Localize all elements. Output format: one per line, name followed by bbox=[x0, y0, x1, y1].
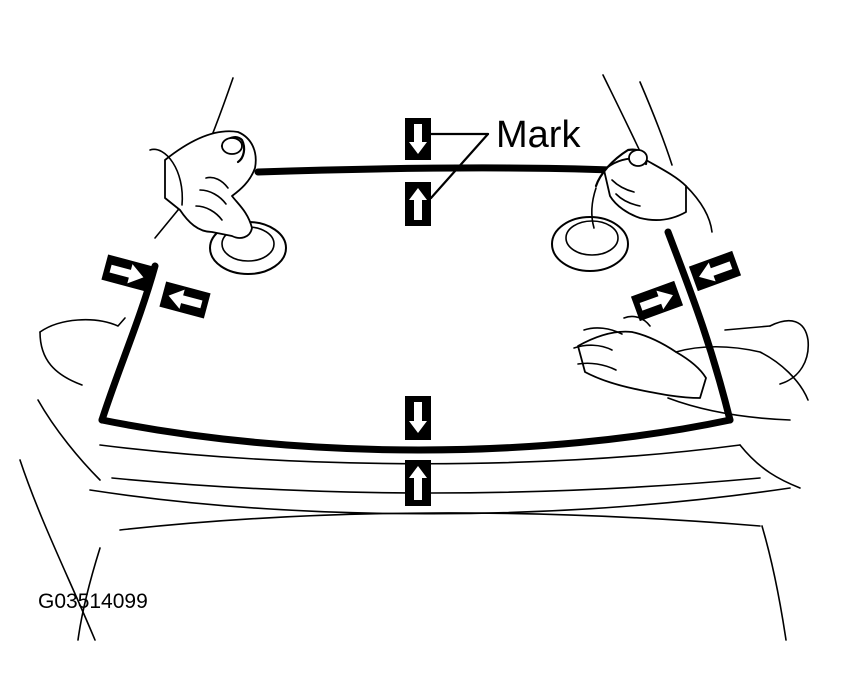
left-hand-shape bbox=[164, 130, 257, 239]
right-mirror bbox=[769, 319, 809, 385]
figure-code: G03514099 bbox=[38, 590, 148, 613]
right-suction-cup bbox=[551, 216, 629, 272]
lower-right-sleeve bbox=[675, 345, 809, 401]
marker-top-upper bbox=[405, 118, 431, 160]
left-finger-3 bbox=[195, 205, 223, 221]
hood-left-edge bbox=[77, 547, 101, 641]
right-handle-shaft bbox=[591, 187, 597, 229]
hood-right-edge bbox=[761, 525, 787, 641]
arrow-right-icon bbox=[639, 290, 673, 311]
lower-thumb bbox=[623, 315, 651, 327]
marker-left-outer bbox=[101, 254, 153, 292]
lower-finger-1 bbox=[583, 327, 623, 335]
right-sleeve bbox=[685, 185, 713, 233]
glass-right-edge bbox=[664, 228, 734, 424]
glass-top-edge bbox=[254, 164, 616, 176]
leader-line-lower bbox=[429, 132, 490, 200]
lower-finger-2 bbox=[573, 344, 613, 351]
right-finger-2 bbox=[615, 193, 641, 207]
left-hand bbox=[149, 130, 257, 239]
left-sleeve bbox=[149, 148, 184, 206]
right-hand-shape bbox=[603, 157, 687, 221]
left-fender-line bbox=[37, 399, 101, 481]
cowl-line-2 bbox=[111, 477, 761, 494]
marker-right-inner bbox=[630, 280, 684, 322]
right-handle-knob bbox=[628, 149, 648, 167]
hood-line bbox=[119, 512, 761, 531]
right-mirror-upper bbox=[724, 325, 771, 331]
arrow-down-icon bbox=[409, 124, 427, 154]
left-fender-edge bbox=[19, 459, 96, 641]
right-hand bbox=[591, 148, 713, 233]
right-cowl-end bbox=[739, 444, 801, 489]
arrow-right-icon bbox=[109, 264, 144, 284]
lower-right-hand bbox=[573, 315, 809, 421]
left-handle-knob bbox=[221, 137, 243, 155]
lower-right-sleeve-bottom bbox=[667, 397, 791, 421]
windshield-glass bbox=[98, 164, 734, 454]
mark-callout-leaders bbox=[429, 132, 490, 200]
marker-bottom-lower bbox=[405, 460, 431, 506]
left-mirror-lower bbox=[39, 331, 83, 386]
marker-left-inner bbox=[159, 281, 211, 319]
left-finger-2 bbox=[199, 189, 227, 205]
vehicle-body bbox=[19, 74, 809, 641]
glass-bottom-edge bbox=[98, 416, 734, 454]
glass-left-edge bbox=[98, 262, 159, 424]
left-a-pillar-lower bbox=[154, 209, 179, 239]
marker-bottom-upper bbox=[405, 396, 431, 440]
marker-right-outer bbox=[688, 250, 742, 292]
cowl-line-3 bbox=[89, 487, 791, 515]
arrow-left-icon bbox=[699, 261, 733, 282]
right-cup-inner bbox=[565, 220, 619, 256]
lower-right-hand-shape bbox=[577, 330, 707, 399]
arrow-down-icon bbox=[409, 402, 427, 433]
marker-top-lower bbox=[405, 182, 431, 226]
arrow-left-icon bbox=[168, 289, 203, 309]
left-finger-1 bbox=[205, 176, 229, 189]
left-mirror bbox=[39, 317, 126, 333]
right-a-pillar-inner bbox=[639, 81, 673, 166]
mark-label: Mark bbox=[496, 114, 581, 156]
right-finger-1 bbox=[611, 179, 635, 193]
arrow-up-icon bbox=[409, 466, 427, 500]
arrow-up-icon bbox=[409, 188, 427, 220]
lower-finger-3 bbox=[577, 362, 617, 371]
